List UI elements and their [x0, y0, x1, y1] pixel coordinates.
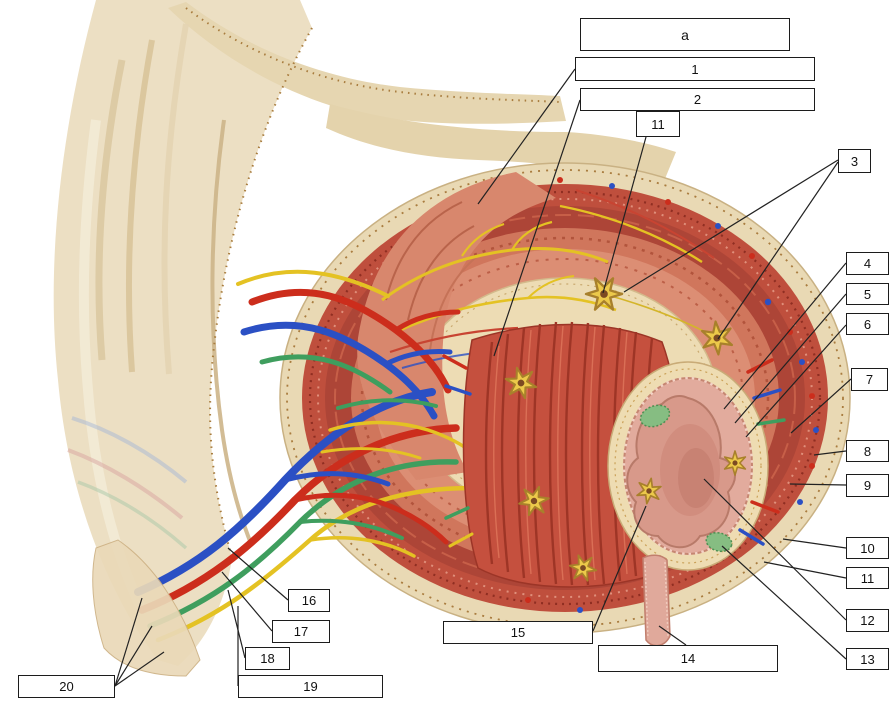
leader-line-20c: [114, 651, 165, 687]
label-box-6[interactable]: 6: [846, 313, 889, 335]
lymphoid-nodule: [705, 531, 733, 553]
label-box-13[interactable]: 13: [846, 648, 889, 670]
leader-lines: [114, 68, 852, 687]
intramural-vessel-dots: [525, 177, 819, 613]
leader-line-11-right: [763, 561, 847, 579]
mucosa-lumen: [607, 361, 769, 647]
leader-line-11-top: [602, 136, 647, 294]
leader-line-2: [493, 99, 581, 357]
label-box-11-top[interactable]: 11: [636, 111, 680, 137]
label-box-7[interactable]: 7: [851, 368, 888, 391]
leader-line-3a: [623, 159, 839, 293]
mucosal-strip: [642, 554, 671, 647]
label-box-18[interactable]: 18: [245, 647, 290, 670]
label-box-11-right[interactable]: 11: [846, 567, 889, 589]
leader-line-10: [782, 538, 847, 549]
label-box-16[interactable]: 16: [288, 589, 330, 612]
leader-line-9: [789, 483, 847, 486]
leader-line-14: [658, 625, 687, 646]
leader-line-17: [221, 571, 273, 632]
leader-line-18: [227, 589, 246, 659]
label-box-1[interactable]: 1: [575, 57, 815, 81]
label-box-20[interactable]: 20: [18, 675, 115, 698]
label-box-3[interactable]: 3: [838, 149, 871, 173]
leader-line-3b: [717, 161, 839, 340]
leader-line-4: [723, 262, 847, 410]
leader-line-7: [790, 378, 852, 434]
label-box-17[interactable]: 17: [272, 620, 330, 643]
leader-line-8: [813, 450, 847, 456]
leader-line-20a: [114, 597, 143, 687]
leader-line-15: [592, 505, 647, 632]
label-box-a[interactable]: a: [580, 18, 790, 51]
label-box-4[interactable]: 4: [846, 252, 889, 275]
leader-line-5: [734, 293, 847, 424]
label-box-12[interactable]: 12: [846, 609, 889, 632]
label-box-14[interactable]: 14: [598, 645, 778, 672]
myenteric-plexus-region: [357, 172, 556, 480]
lymphoid-nodule: [639, 404, 671, 428]
label-box-9[interactable]: 9: [846, 474, 889, 497]
label-box-8[interactable]: 8: [846, 440, 889, 462]
mesentery-fold: [92, 539, 201, 677]
leader-line-12: [703, 478, 847, 621]
label-box-5[interactable]: 5: [846, 283, 889, 305]
leader-line-1: [477, 68, 576, 205]
leader-line-20b: [114, 625, 153, 687]
leader-line-16: [227, 547, 289, 601]
label-box-15[interactable]: 15: [443, 621, 593, 644]
label-box-10[interactable]: 10: [846, 537, 889, 559]
leader-line-6: [745, 324, 847, 438]
leader-line-13: [721, 545, 847, 660]
mesenteric-vessels: [134, 269, 476, 643]
label-box-2[interactable]: 2: [580, 88, 815, 111]
label-box-19[interactable]: 19: [238, 675, 383, 698]
